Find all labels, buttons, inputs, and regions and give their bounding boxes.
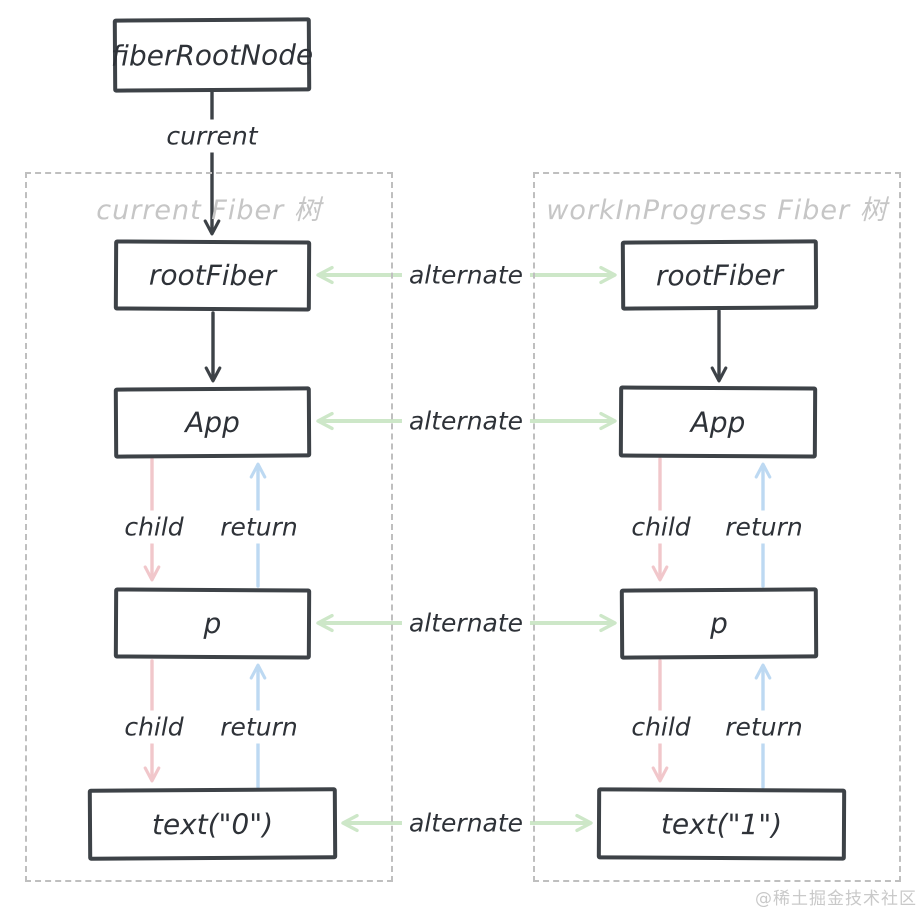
node-current-p: p — [113, 587, 312, 660]
edge-label-return-right-2: return — [718, 710, 810, 744]
watermark: @稀土掘金技术社区 — [755, 889, 917, 909]
edge-label-child-right-1: child — [624, 510, 698, 544]
node-fiberrootnode: fiberRootNode — [110, 17, 314, 93]
edge-label-alternate-rootfiber: alternate — [401, 258, 531, 292]
edge-label-child-left-2: child — [117, 710, 191, 744]
current-tree-title: current Fiber 树 — [96, 195, 322, 226]
edge-label-current: current — [159, 119, 265, 153]
workinprogress-tree-title: workInProgress Fiber 树 — [546, 195, 888, 226]
current-tree-panel: current Fiber 树 — [25, 172, 393, 882]
edge-label-return-right-1: return — [718, 510, 810, 544]
node-wip-app-label: App — [690, 405, 746, 439]
node-current-app-label: App — [185, 405, 240, 440]
node-fiberrootnode-label: fiberRootNode — [110, 37, 314, 73]
node-current-rootfiber: rootFiber — [113, 239, 312, 312]
edge-label-alternate-p: alternate — [401, 606, 531, 640]
edge-label-alternate-text: alternate — [401, 806, 531, 840]
node-current-p-label: p — [203, 606, 222, 641]
node-wip-p: p — [619, 587, 819, 660]
node-wip-app: App — [618, 385, 818, 459]
edge-label-child-left-1: child — [117, 510, 191, 544]
node-wip-rootfiber: rootFiber — [620, 239, 819, 311]
node-current-rootfiber-label: rootFiber — [148, 258, 277, 293]
node-wip-text: text("1") — [596, 787, 847, 861]
node-wip-p-label: p — [710, 606, 728, 641]
edge-label-child-right-2: child — [624, 710, 698, 744]
node-wip-text-label: text("1") — [660, 807, 783, 841]
node-wip-rootfiber-label: rootFiber — [655, 258, 784, 292]
node-current-text: text("0") — [87, 787, 338, 861]
node-current-app: App — [113, 386, 312, 459]
workinprogress-tree-panel: workInProgress Fiber 树 — [533, 172, 901, 882]
node-current-text-label: text("0") — [151, 807, 274, 841]
edge-label-alternate-app: alternate — [401, 404, 531, 438]
edge-label-return-left-2: return — [213, 710, 305, 744]
edge-label-return-left-1: return — [213, 510, 305, 544]
